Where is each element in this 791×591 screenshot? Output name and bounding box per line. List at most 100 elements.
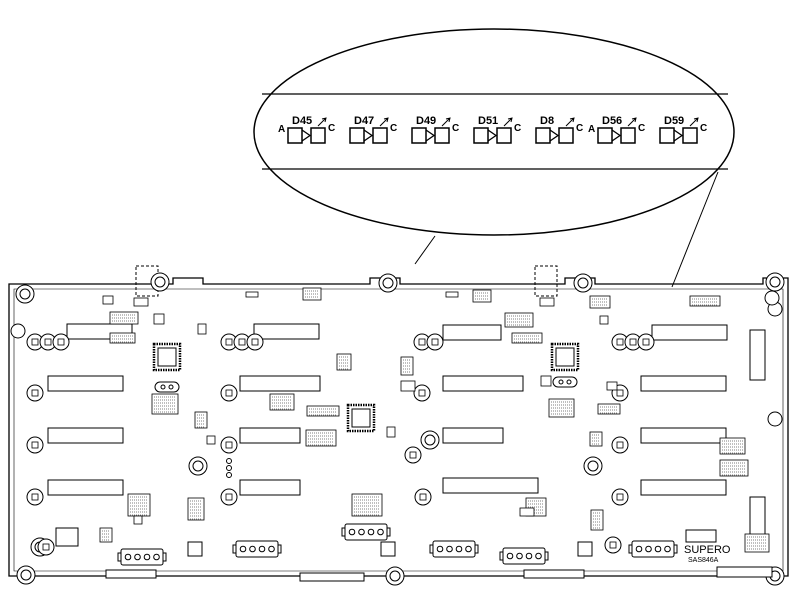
oval-pad-outline [154, 381, 180, 393]
power-connectors [117, 523, 678, 566]
led-pad-a [411, 127, 427, 144]
small-component [197, 323, 207, 335]
drive-connector-slot [442, 375, 524, 392]
header-outline [109, 332, 136, 344]
led-id-label: D47 [354, 115, 374, 127]
power-connector [429, 540, 479, 558]
component-box [55, 527, 79, 547]
led-pair [26, 488, 44, 506]
power-connector [117, 548, 167, 566]
hole-inner [424, 434, 436, 446]
callout-leader-left [414, 235, 436, 265]
connector-tab-right [544, 551, 549, 561]
hole-inner [577, 277, 589, 289]
header-outline [511, 332, 543, 344]
cathode-label: C [700, 123, 707, 134]
connector-pin [645, 545, 652, 553]
led-pair [611, 436, 629, 454]
oval-pad-hole [558, 379, 564, 385]
led-square [431, 338, 439, 346]
led-square [44, 338, 52, 346]
led-id-label: D51 [478, 115, 498, 127]
cathode-label: C [576, 123, 583, 134]
small-component [206, 435, 216, 445]
connector-pin [436, 545, 444, 553]
header-outline [351, 493, 383, 517]
connector-pin [465, 545, 472, 553]
drive-connector-slot [749, 496, 766, 538]
cathode-label: C [514, 123, 521, 134]
test-point [226, 465, 232, 471]
drive-connector-slot [442, 427, 504, 444]
led-pad-c [310, 127, 326, 144]
light-arrow-icon [317, 117, 327, 127]
small-component [606, 381, 618, 391]
led-pair [220, 436, 238, 454]
drive-connector-slot [105, 569, 157, 579]
power-connector [232, 540, 282, 558]
pin-header [597, 403, 621, 415]
pin-header [109, 311, 139, 325]
led-pair [220, 384, 238, 402]
oval-pad-outline [552, 376, 578, 388]
pin-header [589, 295, 611, 309]
header-outline [99, 527, 113, 543]
hole-ring [765, 272, 785, 292]
connector-tab-left [429, 544, 434, 554]
header-outline [306, 405, 340, 417]
controller-chip [550, 342, 580, 372]
power-connector [628, 540, 678, 558]
pin-header [590, 509, 604, 531]
oval-pad-hole [160, 384, 166, 390]
drive-connector-slot [749, 329, 766, 381]
chip-body [351, 408, 371, 428]
connector-tab-right [673, 544, 678, 554]
hole-ring [420, 430, 440, 450]
led-pair [26, 333, 70, 351]
pin-header [719, 437, 746, 455]
header-outline [504, 312, 534, 328]
component-box [380, 541, 396, 557]
hole-inner [382, 277, 394, 289]
small-component [153, 313, 165, 325]
led-square [418, 338, 426, 346]
led-square [225, 338, 233, 346]
led-pair [404, 446, 422, 464]
led-pad-c [558, 127, 574, 144]
hole-ring [385, 566, 405, 586]
header-outline [336, 353, 352, 371]
connector-tab-right [277, 544, 282, 554]
hole-ring [573, 273, 593, 293]
mounting-hole [16, 565, 36, 585]
led-square [419, 493, 427, 501]
drive-connector-slot [239, 375, 321, 392]
anode-label: A [278, 124, 285, 135]
led-square [616, 389, 624, 397]
light-arrow-icon [441, 117, 451, 127]
drive-connector-slot [47, 427, 124, 444]
pin-header [511, 332, 543, 344]
connector-pin [358, 528, 365, 536]
connector-pin [455, 545, 463, 553]
oval-pad [154, 381, 180, 393]
led-pad-c [620, 127, 636, 144]
power-connector [341, 523, 391, 541]
mounting-hole-small [767, 411, 783, 427]
hole-inner [192, 460, 204, 472]
hole-inner [587, 460, 599, 472]
led-pad-c [434, 127, 450, 144]
hole-inner [19, 288, 31, 300]
mounting-hole [573, 273, 593, 293]
led-diode-symbol [425, 129, 436, 142]
small-component [245, 291, 259, 298]
led-id-label: D59 [664, 115, 684, 127]
led-diode-symbol [549, 129, 560, 142]
mounting-hole [188, 456, 208, 476]
drive-connector-slot [239, 479, 301, 496]
cathode-label: C [328, 123, 335, 134]
misc-components [102, 291, 618, 525]
led-square [609, 541, 617, 549]
connector-tab-right [474, 544, 479, 554]
